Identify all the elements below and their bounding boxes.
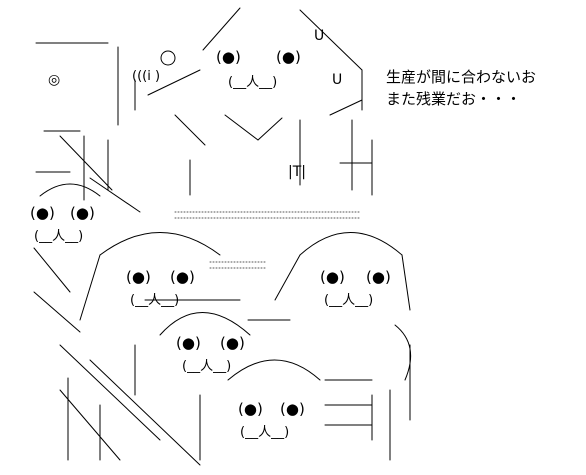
caption-line-1: 生産が間に合わないお: [386, 68, 537, 86]
left-worker-body-2: [33, 291, 81, 333]
mid-worker-mouth: (__人__): [130, 293, 179, 308]
boss-hair: (((i ): [132, 69, 160, 84]
left-worker-eye-right: (●): [70, 204, 95, 222]
mid-worker-eye-right: (●): [170, 268, 195, 286]
bottom-worker-head: [227, 359, 321, 381]
cabinet-diag: [59, 135, 113, 191]
bottom-worker-mouth: (__人__): [240, 425, 289, 440]
center-worker-eye-right: (●): [220, 334, 245, 352]
boss-sweat-mark-2: U: [332, 72, 342, 88]
left-worker-arm: [89, 177, 141, 213]
floor-diag-2: [59, 389, 121, 461]
mid-worker-eye-left: (●): [126, 268, 151, 286]
right-worker-head: [299, 232, 403, 256]
left-worker-body: [33, 247, 71, 293]
boss-mouth: (__人__): [228, 75, 277, 90]
boss-tie-right: [257, 117, 283, 141]
mid-worker1-head: [99, 232, 221, 256]
boss-sweat-mark: U: [314, 28, 324, 44]
boss-shoulder-left: [147, 69, 201, 96]
right-worker-right: [401, 254, 411, 311]
bottom-worker-eye-left: (●): [238, 400, 263, 418]
boss-badge: |T|: [288, 164, 306, 180]
boss-eye-right: (●): [276, 48, 301, 66]
left-worker-mouth: (__人__): [34, 229, 83, 244]
boss-head-left: [202, 7, 241, 51]
bullseye-mark: ◎: [48, 72, 60, 88]
boss-tie-left: [224, 114, 259, 141]
center-worker-eye-left: (●): [176, 334, 201, 352]
right-worker-mouth: (__人__): [324, 293, 373, 308]
boss-circle-mark: [160, 50, 176, 66]
left-worker-eye-left: (●): [30, 204, 55, 222]
caption-line-2: また残業だお・・・: [386, 90, 522, 108]
boss-eye-left: (●): [216, 48, 241, 66]
right-worker-arm: [394, 324, 412, 381]
speech-caption: 生産が間に合わないお また残業だお・・・: [386, 66, 536, 110]
right-worker-eye-left: (●): [320, 268, 345, 286]
center-worker-head: [159, 312, 251, 336]
boss-arm-left: [174, 114, 206, 146]
left-worker-head: [39, 183, 101, 197]
boss-arm-right: [329, 99, 363, 116]
center-worker-mouth: (__人__): [182, 359, 231, 374]
floor-diag-3: [89, 359, 201, 466]
right-worker-eye-right: (●): [366, 268, 391, 286]
floor-diag-1: [59, 344, 161, 441]
mid-worker1-side: [79, 254, 101, 321]
right-worker-left: [274, 254, 301, 301]
boss-head-right: [299, 9, 363, 71]
bottom-worker-eye-right: (●): [280, 400, 305, 418]
